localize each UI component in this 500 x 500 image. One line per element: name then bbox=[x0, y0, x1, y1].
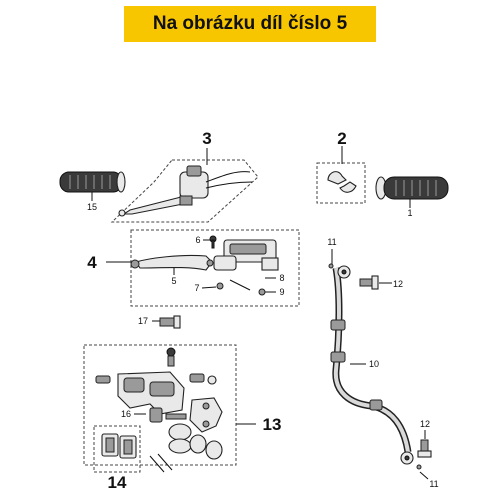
label-6: 6 bbox=[195, 235, 200, 245]
brake-hose-part bbox=[330, 265, 414, 465]
banjo-bolt-lower-part bbox=[417, 439, 432, 458]
label-4: 4 bbox=[87, 253, 97, 272]
caliper-frame bbox=[83, 344, 237, 466]
label-11-lower: 11 bbox=[429, 479, 438, 489]
label-12-upper: 12 bbox=[393, 279, 403, 289]
lever-switch-part bbox=[118, 165, 253, 217]
label-7: 7 bbox=[194, 283, 199, 293]
left-grip-part bbox=[59, 171, 126, 193]
lever-assembly-frame bbox=[110, 159, 259, 223]
label-9: 9 bbox=[279, 287, 284, 297]
label-15: 15 bbox=[87, 202, 97, 212]
label-17: 17 bbox=[138, 316, 148, 326]
label-3: 3 bbox=[202, 129, 211, 148]
label-8: 8 bbox=[279, 273, 284, 283]
label-12-lower: 12 bbox=[420, 419, 430, 429]
master-cylinder-frame bbox=[130, 229, 300, 307]
clamp-frame bbox=[316, 162, 366, 204]
caliper-body-part bbox=[95, 347, 217, 415]
label-11-upper: 11 bbox=[327, 237, 336, 247]
page-title: Na obrázku díl číslo 5 bbox=[152, 13, 348, 34]
clamp-part bbox=[327, 171, 357, 193]
brake-lever-part bbox=[130, 254, 213, 271]
pin-part bbox=[149, 407, 187, 423]
brake-pads-frame bbox=[93, 425, 141, 473]
master-cylinder-part bbox=[206, 235, 279, 296]
label-1: 1 bbox=[407, 208, 412, 218]
brake-pad-part bbox=[101, 433, 137, 459]
caliper-bracket-part bbox=[189, 397, 223, 433]
label-13: 13 bbox=[263, 415, 282, 434]
throttle-grip-part bbox=[375, 176, 449, 200]
label-2: 2 bbox=[337, 129, 346, 148]
label-14: 14 bbox=[108, 473, 127, 492]
label-16: 16 bbox=[121, 409, 131, 419]
header-banner: Na obrázku díl číslo 5 bbox=[124, 6, 376, 42]
bolt-part bbox=[159, 315, 181, 329]
label-5: 5 bbox=[171, 276, 176, 286]
label-10: 10 bbox=[369, 359, 379, 369]
piston-part bbox=[149, 423, 223, 473]
banjo-bolt-upper-part bbox=[359, 275, 379, 290]
